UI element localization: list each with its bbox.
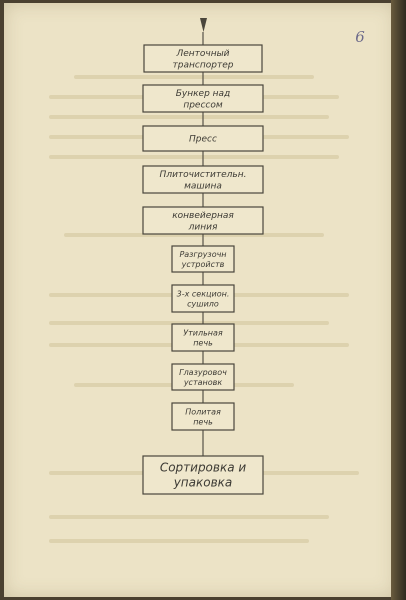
book-spine-edge — [391, 0, 406, 600]
flow-step-label: Утильная — [183, 328, 223, 337]
flow-step-box — [171, 363, 235, 391]
entry-arrow-icon — [200, 18, 207, 32]
flow-step-label: конвейерная — [172, 211, 234, 221]
flow-step-box — [171, 402, 235, 431]
flow-step-box — [171, 323, 235, 352]
flow-step-box — [142, 84, 264, 113]
flow-step-plate-cleaner: Плиточистительн.машина — [142, 165, 264, 194]
flow-step-label: печь — [193, 338, 213, 347]
bleed-through-line — [49, 539, 309, 543]
bleed-through-line — [49, 515, 329, 519]
flow-step-label: прессом — [183, 100, 223, 110]
flow-step-press: Пресс — [142, 125, 264, 152]
flow-step-dryer: 3-х секцион.сушило — [171, 284, 235, 313]
bleed-through-line — [74, 75, 314, 79]
flow-step-label: Политая — [185, 407, 221, 416]
bleed-through-line — [64, 233, 324, 237]
flow-step-label: Разгрузочн — [179, 250, 226, 259]
flow-step-label: Глазуровоч — [179, 368, 227, 377]
flow-step-label: упаковка — [173, 476, 233, 490]
flow-step-label: установк — [183, 378, 223, 387]
page-number: 6 — [355, 28, 365, 46]
flow-step-label: Сортировка и — [160, 461, 247, 475]
flow-step-box — [143, 44, 263, 73]
bleed-through-line — [49, 115, 329, 119]
flow-step-box — [142, 125, 264, 152]
flow-step-label: 3-х секцион. — [177, 289, 230, 298]
flow-step-box — [171, 245, 235, 273]
flow-step-label: Ленточный — [175, 49, 229, 59]
flow-step-box — [142, 455, 264, 495]
flow-step-label: Пресс — [189, 135, 217, 145]
bleed-through-line — [49, 321, 329, 325]
flow-step-label: печь — [193, 417, 213, 426]
flow-step-label: машина — [184, 181, 222, 191]
flow-step-label: Плиточистительн. — [160, 170, 247, 180]
flow-step-label: сушило — [187, 299, 219, 308]
bleed-through-line — [49, 155, 339, 159]
flow-step-label: устройств — [181, 260, 225, 269]
flow-step-label: Бункер над — [176, 89, 231, 99]
flow-step-label: транспортер — [173, 60, 234, 70]
flow-step-label: линия — [188, 222, 218, 232]
flow-step-box — [142, 206, 264, 235]
